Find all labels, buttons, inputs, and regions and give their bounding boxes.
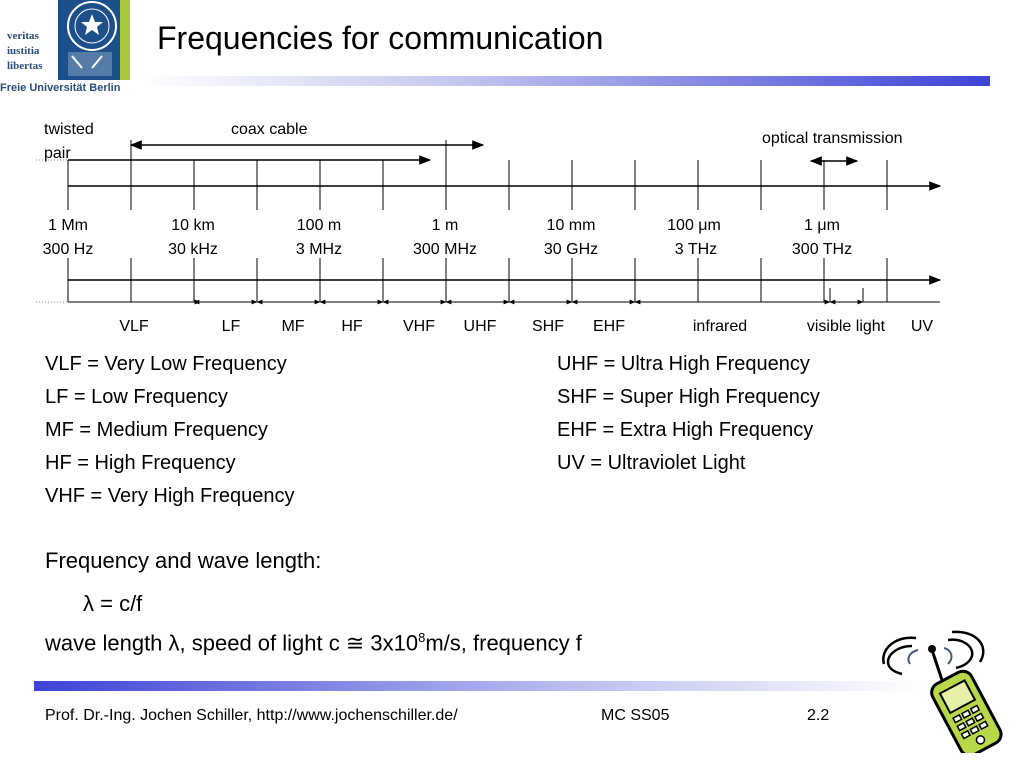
frequency-spectrum-diagram: twisted pair coax cable optical transmis… <box>36 121 942 335</box>
twisted-pair-label: twisted <box>44 121 94 138</box>
band-label: VLF <box>119 318 149 335</box>
wavelength-label: 10 km <box>171 217 215 234</box>
frequency-label: 3 MHz <box>296 241 342 258</box>
definition-item: UHF = Ultra High Frequency <box>557 353 810 375</box>
footer-divider-bar <box>34 681 920 691</box>
wavelength-label: 1 μm <box>804 217 840 234</box>
logo-motto-line: veritas <box>7 30 39 42</box>
definition-item: LF = Low Frequency <box>45 386 228 408</box>
band-label: MF <box>281 318 304 335</box>
definition-item: EHF = Extra High Frequency <box>557 419 814 441</box>
band-label: EHF <box>593 318 625 335</box>
formula: λ = c/f <box>83 591 143 616</box>
frequency-label: 300 Hz <box>43 241 94 258</box>
band-label: HF <box>341 318 363 335</box>
wavelength-label: 100 m <box>297 217 341 234</box>
wavelength-label: 1 Mm <box>48 217 88 234</box>
wavelength-label: 100 μm <box>667 217 721 234</box>
wavelength-text-suffix: m/s, frequency f <box>425 630 582 656</box>
wavelength-label: 10 mm <box>547 217 596 234</box>
definition-item: VLF = Very Low Frequency <box>45 353 287 375</box>
exponent: 8 <box>418 630 426 645</box>
definition-item: MF = Medium Frequency <box>45 419 268 441</box>
mobile-phone-icon <box>882 630 1003 753</box>
frequency-label: 30 GHz <box>544 241 598 258</box>
band-label: UV <box>911 318 934 335</box>
definition-item: HF = High Frequency <box>45 452 236 474</box>
definitions-right: UHF = Ultra High Frequency SHF = Super H… <box>557 348 820 480</box>
wavelength-axis-ticks <box>67 140 888 210</box>
wavelength-explanation: wave length λ, speed of light c ≅ 3x108m… <box>45 630 582 656</box>
definition-item: SHF = Super High Frequency <box>557 386 820 408</box>
definition-item: UV = Ultraviolet Light <box>557 452 746 474</box>
page-title: Frequencies for communication <box>157 20 604 56</box>
wavelength-text: wave length λ, speed of light c ≅ 3x10 <box>45 630 419 656</box>
band-label: VHF <box>403 318 435 335</box>
logo-motto-line: iustitia <box>7 45 40 57</box>
wavelength-label: 1 m <box>432 217 459 234</box>
band-label: visible light <box>807 318 886 335</box>
footer-author: Prof. Dr.-Ing. Jochen Schiller, http://w… <box>45 707 458 724</box>
coax-cable-label: coax cable <box>231 121 308 138</box>
footer-page-number: 2.2 <box>807 707 830 724</box>
scale-labels: 1 Mm 300 Hz 10 km 30 kHz 100 m 3 MHz 1 m… <box>43 217 852 258</box>
formula-heading: Frequency and wave length: <box>45 548 322 573</box>
seal-icon <box>58 0 120 80</box>
twisted-pair-label: pair <box>44 145 71 162</box>
university-logo: veritas iustitia libertas Freie Universi… <box>0 0 130 96</box>
university-name: Freie Universität Berlin <box>0 82 121 94</box>
band-label: UHF <box>464 318 497 335</box>
title-underline-bar <box>140 76 990 86</box>
frequency-label: 30 kHz <box>168 241 218 258</box>
logo-green-stripe <box>120 0 130 80</box>
frequency-label: 3 THz <box>675 241 717 258</box>
logo-motto-panel <box>0 0 58 80</box>
frequency-label: 300 THz <box>792 241 852 258</box>
band-label: LF <box>222 318 241 335</box>
definitions-left: VLF = Very Low Frequency LF = Low Freque… <box>45 348 295 513</box>
definition-item: VHF = Very High Frequency <box>45 485 295 507</box>
band-labels: VLF LF MF HF VHF UHF SHF EHF infrared vi… <box>119 318 933 335</box>
band-axis-ticks <box>67 258 888 302</box>
footer-course: MC SS05 <box>601 707 670 724</box>
frequency-label: 300 MHz <box>413 241 477 258</box>
band-label: infrared <box>693 318 747 335</box>
band-label: SHF <box>532 318 564 335</box>
logo-motto-line: libertas <box>7 60 43 72</box>
optical-transmission-label: optical transmission <box>762 130 903 147</box>
band-boundary-arrows <box>68 288 940 305</box>
